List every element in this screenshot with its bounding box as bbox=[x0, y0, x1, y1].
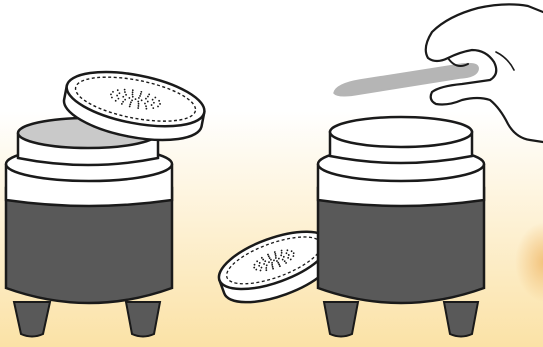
jar-right-leg-right bbox=[444, 302, 478, 337]
jar-left-leg-right bbox=[126, 302, 160, 337]
jar-left bbox=[6, 118, 172, 337]
jar-right bbox=[318, 117, 484, 337]
jar-right-ring-top bbox=[330, 117, 472, 147]
jar-right-leg-left bbox=[324, 302, 358, 337]
jar-left-leg-left bbox=[14, 302, 50, 337]
